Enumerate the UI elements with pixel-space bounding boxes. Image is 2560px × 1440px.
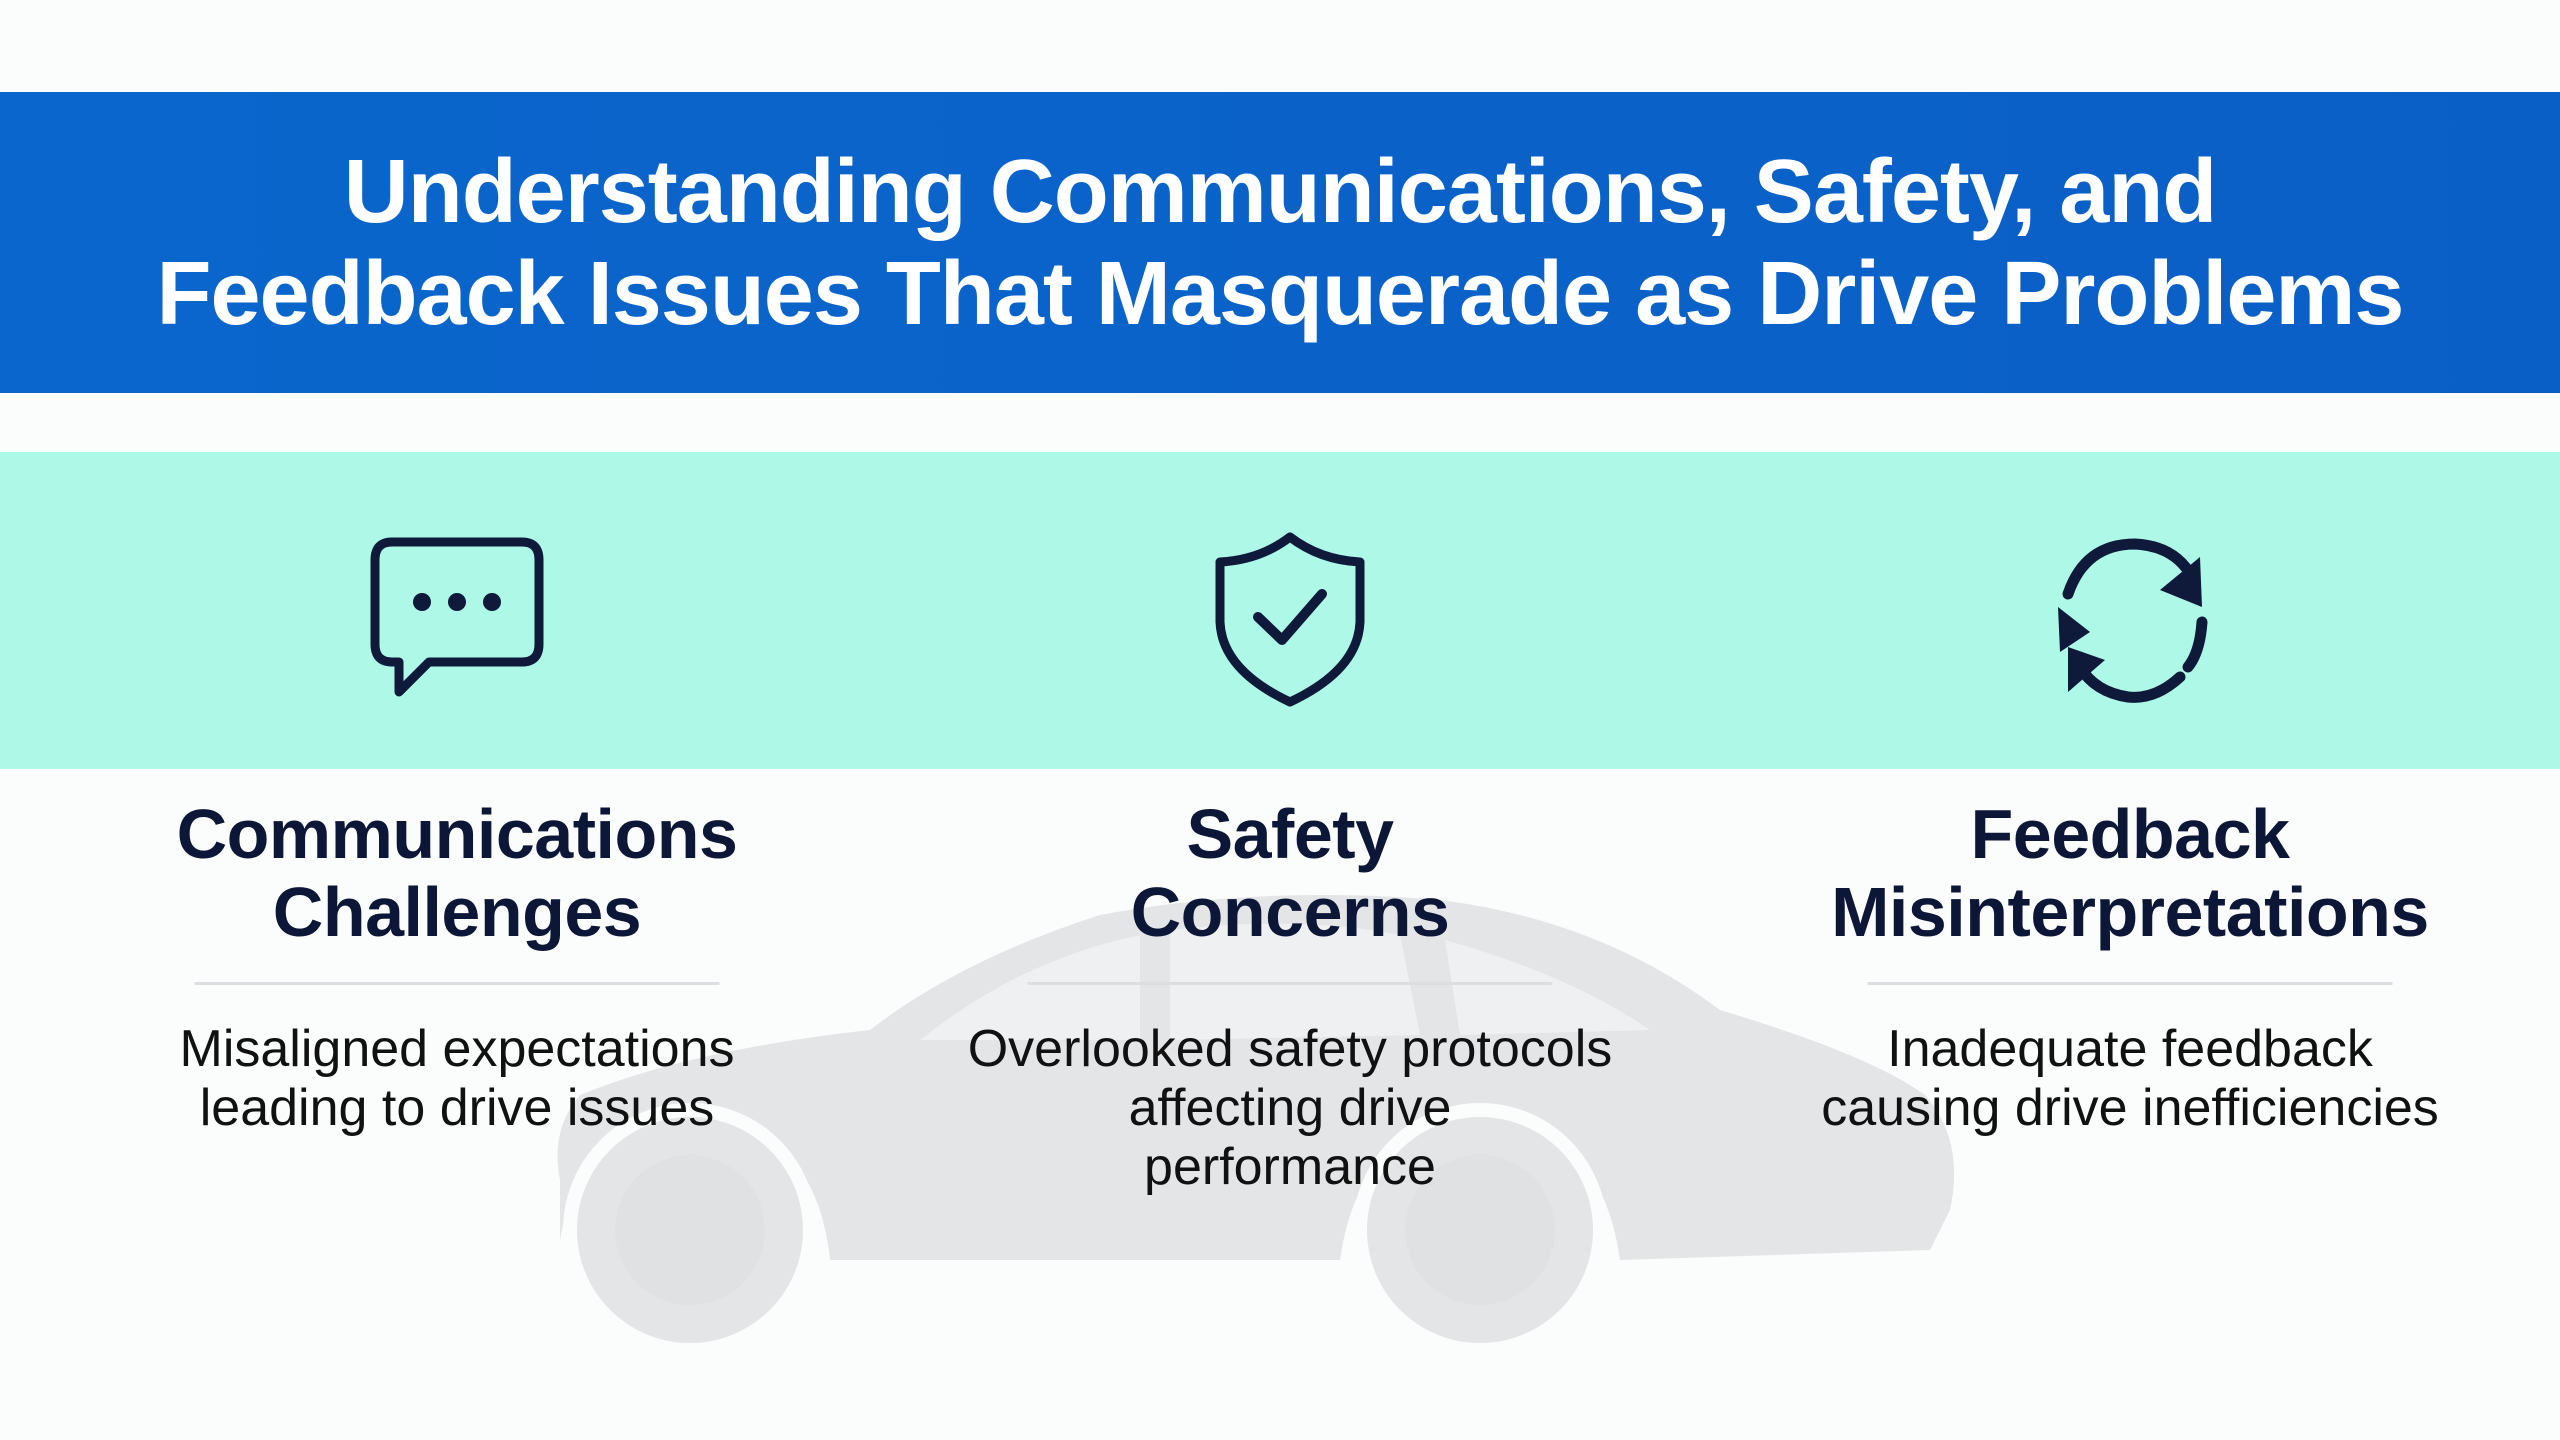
icon-band [0,452,2560,769]
title-line-1: Understanding Communications, Safety, an… [343,141,2218,242]
page-title: Understanding Communications, Safety, an… [156,141,2405,345]
car-silhouette-icon [557,895,1955,1350]
refresh-cycle-icon [2058,538,2208,703]
title-banner: Understanding Communications, Safety, an… [0,92,2560,393]
title-line-2: Feedback Issues That Masquerade as Drive… [156,243,2405,344]
divider [1867,982,2393,985]
chat-bubble-icon [370,537,544,697]
shield-check-icon [1215,532,1365,707]
divider [194,982,720,985]
divider [1027,982,1553,985]
